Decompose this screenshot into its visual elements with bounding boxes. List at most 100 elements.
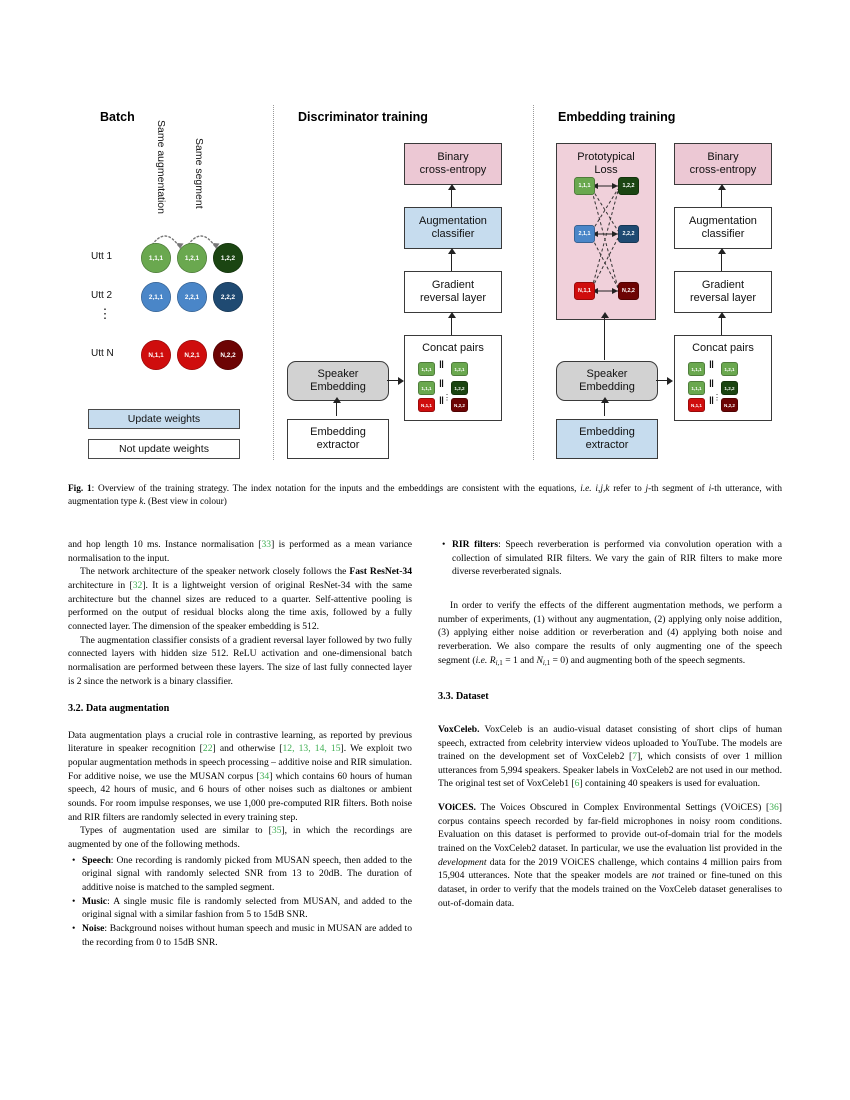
disc-embedding-extractor-box: Embedding extractor bbox=[287, 419, 389, 459]
figure-divider-right bbox=[533, 105, 534, 460]
batch-circle-n-1-1: N,1,1 bbox=[141, 340, 171, 370]
list-item-noise: Noise: Background noises without human s… bbox=[72, 922, 412, 949]
paragraph-voxceleb: VoxCeleb. VoxCeleb is an audio-visual da… bbox=[438, 723, 782, 791]
emb-arrow-concat-to-grl bbox=[716, 312, 728, 335]
emb-concat-sq-1-1-1-b: 1,1,1 bbox=[688, 381, 705, 395]
emb-extractor-label-line2: extractor bbox=[585, 439, 629, 451]
emb-proto-label-line1: Prototypical bbox=[577, 151, 635, 163]
emb-gradient-reversal-box: Gradient reversal layer bbox=[674, 271, 772, 313]
figure-overview-training-strategy: Batch Discriminator training Embedding t… bbox=[0, 0, 850, 470]
bullet-text-rir: : Speech reverberation is performed via … bbox=[452, 539, 782, 578]
disc-aug-label-line2: classifier bbox=[431, 228, 475, 240]
disc-concat-ellipsis: ⋮ bbox=[443, 393, 451, 402]
paragraph-voices: VOiCES. The Voices Obscured in Complex E… bbox=[438, 801, 782, 910]
citation-12-15[interactable]: 12, 13, 14, 15 bbox=[282, 743, 341, 755]
disc-arrow-grl-to-aug bbox=[446, 248, 458, 271]
batch-row-label-utt1: Utt 1 bbox=[91, 251, 113, 262]
batch-row-ellipsis: ⋮ bbox=[98, 306, 112, 321]
disc-concat-title: Concat pairs bbox=[422, 342, 484, 354]
figure-caption-label: Fig. 1 bbox=[68, 484, 92, 494]
batch-circle-n-2-2: N,2,2 bbox=[213, 340, 243, 370]
emb-concat-sq-1-1-1-a: 1,1,1 bbox=[688, 362, 705, 376]
disc-speaker-label-line2: Embedding bbox=[310, 381, 366, 393]
paragraph-network-architecture: The network architecture of the speaker … bbox=[68, 566, 412, 632]
list-item-speech: Speech: One recording is randomly picked… bbox=[72, 854, 412, 895]
emb-grl-label-line2: reversal layer bbox=[689, 292, 757, 304]
spacer-right-3 bbox=[438, 791, 782, 801]
citation-7[interactable]: 7 bbox=[632, 751, 638, 763]
disc-binary-label-line1: Binary bbox=[437, 150, 469, 163]
emb-augmentation-classifier-box: Augmentation classifier bbox=[674, 207, 772, 249]
citation-32[interactable]: 32 bbox=[132, 579, 143, 591]
batch-circle-1-1-1: 1,1,1 bbox=[141, 243, 171, 273]
emb-proto-node-2-1-1: 2,1,1 bbox=[574, 225, 595, 243]
disc-concat-symbol-row1: ‖ bbox=[439, 360, 444, 371]
citation-6[interactable]: 6 bbox=[574, 778, 580, 790]
paragraph-instance-normalisation: and hop length 10 ms. Instance normalisa… bbox=[68, 539, 412, 564]
emb-proto-node-n-1-1: N,1,1 bbox=[574, 282, 595, 300]
bullet-text-music: : A single music file is randomly select… bbox=[82, 895, 412, 921]
disc-arrow-extractor-to-speaker bbox=[331, 397, 343, 416]
bullet-text-noise: : Background noises without human speech… bbox=[82, 922, 412, 948]
para-voices-bold: VOiCES. bbox=[438, 802, 476, 814]
para-voices-c: data for the 2019 VOiCES challenge, whic… bbox=[438, 856, 782, 882]
bullet-term-speech: Speech bbox=[82, 854, 111, 866]
para-types-a: Types of augmentation used are similar t… bbox=[80, 825, 272, 837]
para-voices-d: trained or fine-tuned on this dataset, i… bbox=[438, 870, 782, 909]
emb-extractor-label-line1: Embedding bbox=[579, 425, 635, 438]
emb-arrow-speaker-to-concat bbox=[656, 375, 673, 387]
batch-circle-1-2-2: 1,2,2 bbox=[213, 243, 243, 273]
disc-arrow-speaker-to-concat bbox=[387, 375, 404, 387]
emb-speaker-label-line2: Embedding bbox=[579, 381, 635, 393]
citation-22[interactable]: 22 bbox=[202, 743, 213, 755]
figure-caption: Fig. 1: Overview of the training strateg… bbox=[68, 483, 782, 509]
disc-concat-sq-1-1-1-b: 1,1,1 bbox=[418, 381, 435, 395]
body-column-left: and hop length 10 ms. Instance normalisa… bbox=[68, 538, 412, 949]
disc-concat-sq-n-2-2: N,2,2 bbox=[451, 398, 468, 412]
emb-proto-connectors bbox=[591, 183, 619, 294]
disc-concat-sq-1-2-2: 1,2,2 bbox=[451, 381, 468, 395]
emb-concat-symbol-row1: ‖ bbox=[709, 360, 714, 371]
citation-35[interactable]: 35 bbox=[271, 825, 282, 837]
disc-binary-cross-entropy-box: Binary cross-entropy bbox=[404, 143, 502, 185]
citation-34[interactable]: 34 bbox=[259, 770, 270, 782]
emb-aug-label-line2: classifier bbox=[701, 228, 745, 240]
batch-circle-2-2-2: 2,2,2 bbox=[213, 282, 243, 312]
para-voices-a: The Voices Obscured in Complex Environme… bbox=[475, 802, 770, 814]
emb-proto-label-line2: Loss bbox=[594, 164, 618, 177]
disc-speaker-label-line1: Speaker bbox=[317, 367, 359, 380]
emb-arrow-speaker-to-proto bbox=[599, 312, 611, 360]
emb-concat-symbol-row3: ‖ bbox=[709, 396, 714, 407]
heading-3-3-dataset: 3.3. Dataset bbox=[438, 691, 489, 703]
disc-extractor-label-line2: extractor bbox=[316, 439, 360, 451]
list-item-rir-filters: RIR filters: Speech reverberation is per… bbox=[442, 538, 782, 579]
disc-concat-sq-n-1-1: N,1,1 bbox=[418, 398, 435, 412]
emb-proto-node-1-1-1: 1,1,1 bbox=[574, 177, 595, 195]
citation-33[interactable]: 33 bbox=[261, 539, 272, 550]
emb-grl-label-line1: Gradient bbox=[701, 278, 745, 291]
disc-gradient-reversal-box: Gradient reversal layer bbox=[404, 271, 502, 313]
batch-circle-2-1-1: 2,1,1 bbox=[141, 282, 171, 312]
batch-vlabel-same-augmentation: Same augmentation bbox=[155, 120, 167, 214]
emb-concat-sq-n-1-1: N,1,1 bbox=[688, 398, 705, 412]
para-da-a: Data augmentation plays a crucial role i… bbox=[68, 729, 412, 755]
bullet-term-noise: Noise bbox=[82, 922, 105, 934]
paragraph-data-augmentation: Data augmentation plays a crucial role i… bbox=[68, 729, 413, 823]
para-arch-text-a: The network architecture of the speaker … bbox=[80, 566, 350, 578]
figure-column-title-batch: Batch bbox=[100, 110, 135, 124]
legend-not-update-weights: Not update weights bbox=[88, 439, 240, 459]
figure-column-title-embedding: Embedding training bbox=[558, 110, 676, 124]
legend-update-weights: Update weights bbox=[88, 409, 240, 429]
disc-aug-label-line1: Augmentation bbox=[419, 214, 487, 227]
emb-concat-ellipsis: ⋮ bbox=[713, 393, 721, 402]
citation-36[interactable]: 36 bbox=[769, 802, 779, 814]
para-voices-b: ] corpus contains speech recorded by far… bbox=[438, 802, 782, 855]
body-column-right: RIR filters: Speech reverberation is per… bbox=[438, 538, 782, 910]
disc-arrow-concat-to-grl bbox=[446, 312, 458, 335]
emb-binary-label-line1: Binary bbox=[707, 150, 739, 163]
disc-binary-label-line2: cross-entropy bbox=[419, 164, 487, 176]
para-voxceleb-a: VoxCeleb is an audio-visual dataset cons… bbox=[438, 723, 782, 763]
paragraph-augmentation-classifier: The augmentation classifier consists of … bbox=[68, 634, 412, 687]
para-voices-it-not: not bbox=[651, 870, 665, 882]
disc-extractor-label-line1: Embedding bbox=[310, 425, 366, 438]
